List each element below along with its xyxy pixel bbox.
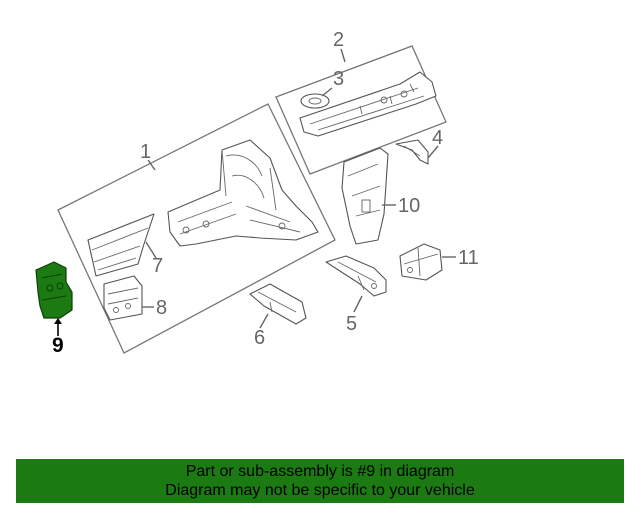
assembly-panel-2: [275, 45, 447, 175]
callout-3[interactable]: 3: [333, 68, 344, 90]
assembly-panel-1: [57, 103, 336, 354]
part-1-apron-assembly[interactable]: [167, 139, 319, 247]
leader-2: [340, 48, 346, 63]
part-3-plate[interactable]: [300, 93, 330, 109]
leader-6: [259, 313, 269, 329]
leader-7: [145, 241, 157, 259]
leader-9-arrow: [54, 318, 62, 324]
part-2-upper-rail[interactable]: [299, 71, 437, 137]
banner-line-2: Diagram may not be specific to your vehi…: [165, 482, 475, 499]
callout-11[interactable]: 11: [458, 247, 479, 269]
leader-3: [321, 87, 333, 97]
part-7-panel[interactable]: [87, 213, 155, 277]
leader-4: [427, 145, 439, 159]
callout-9[interactable]: 9: [52, 334, 64, 357]
callout-10[interactable]: 10: [398, 195, 420, 217]
notice-banner: Part or sub-assembly is #9 in diagram Di…: [16, 459, 624, 503]
part-6-bracket[interactable]: [249, 283, 307, 325]
callout-5[interactable]: 5: [346, 313, 357, 335]
part-9-highlighted-bracket[interactable]: [35, 261, 73, 319]
leader-1: [147, 159, 156, 171]
callout-2[interactable]: 2: [333, 29, 344, 51]
part-8-bracket[interactable]: [103, 275, 143, 321]
banner-line-1: Part or sub-assembly is #9 in diagram: [185, 463, 455, 480]
callout-8[interactable]: 8: [156, 297, 167, 319]
part-5-bracket[interactable]: [325, 255, 387, 297]
callout-4[interactable]: 4: [432, 127, 443, 149]
part-11-mount[interactable]: [399, 243, 443, 281]
part-4-bracket[interactable]: [395, 139, 429, 165]
callout-7[interactable]: 7: [152, 255, 163, 277]
leader-5: [353, 295, 363, 313]
callout-6[interactable]: 6: [254, 327, 265, 349]
callout-1[interactable]: 1: [140, 141, 151, 163]
part-10-support[interactable]: [341, 147, 389, 245]
